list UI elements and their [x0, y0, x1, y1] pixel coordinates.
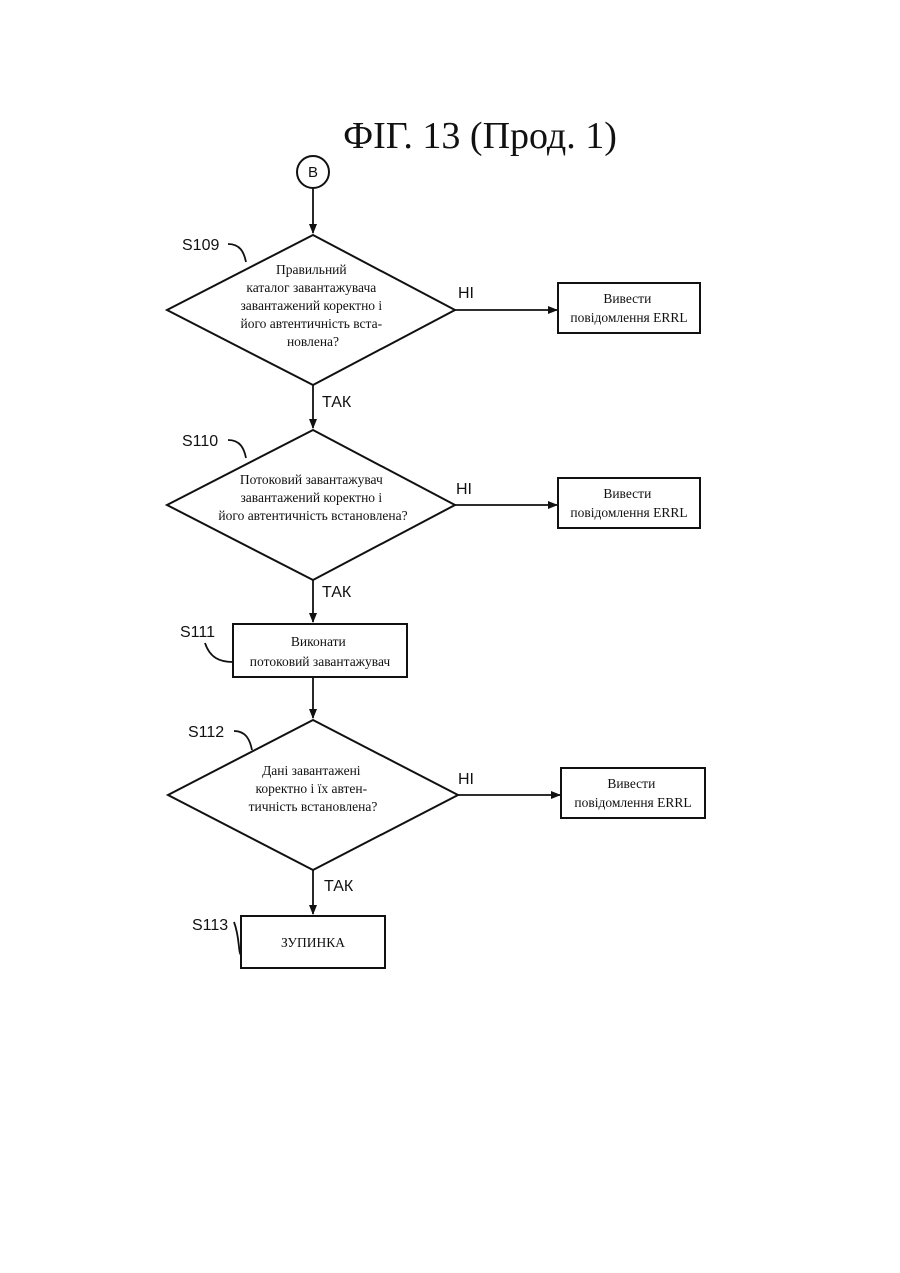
decision-s112-line: тичність встановлена? — [249, 799, 378, 814]
decision-s109-line: Правильний — [276, 262, 347, 277]
process-s113-text: ЗУПИНКА — [281, 935, 345, 950]
error-box-line: Вивести — [603, 486, 651, 501]
decision-s109-line: його автентичність вста- — [241, 316, 383, 331]
no-label-s110: НІ — [456, 481, 472, 498]
step-leader-s109 — [228, 244, 246, 262]
decision-s110 — [167, 430, 455, 580]
no-label-s112: НІ — [458, 771, 474, 788]
step-leader-s112 — [234, 731, 252, 750]
error-box-line: повідомлення ERRL — [570, 310, 687, 325]
step-label-s112: S112 — [188, 724, 224, 741]
decision-s110-line: його автентичність встановлена? — [218, 508, 407, 523]
step-leader-s110 — [228, 440, 246, 458]
process-s111-line: Виконати — [291, 634, 346, 649]
error-box-line: повідомлення ERRL — [570, 505, 687, 520]
step-leader-s111 — [205, 643, 233, 662]
decision-s109-line: завантажений коректно і — [240, 298, 382, 313]
error-box-line: повідомлення ERRL — [574, 795, 691, 810]
step-label-s111: S111 — [180, 624, 215, 641]
step-label-s109: S109 — [182, 237, 219, 254]
start-connector-label: B — [308, 164, 318, 181]
no-label-s109: НІ — [458, 285, 474, 302]
decision-s112-text: Дані завантажені коректно і їх автен- ти… — [249, 763, 378, 814]
error-box-line: Вивести — [603, 291, 651, 306]
yes-label-s110: ТАК — [322, 584, 352, 601]
decision-s112-line: Дані завантажені — [262, 763, 361, 778]
step-leader-s113 — [234, 922, 241, 955]
step-label-s113: S113 — [192, 917, 228, 934]
figure-title: ФІГ. 13 (Прод. 1) — [343, 115, 617, 157]
decision-s110-line: завантажений коректно і — [240, 490, 382, 505]
process-s111 — [233, 624, 407, 677]
decision-s109-line: каталог завантажувача — [246, 280, 376, 295]
decision-s112-line: коректно і їх автен- — [255, 781, 367, 796]
decision-s110-text: Потоковий завантажувач завантажений коре… — [218, 472, 407, 523]
error-box-line: Вивести — [607, 776, 655, 791]
yes-label-s112: ТАК — [324, 878, 354, 895]
yes-label-s109: ТАК — [322, 394, 352, 411]
step-label-s110: S110 — [182, 433, 218, 450]
decision-s109-line: новлена? — [287, 334, 339, 349]
decision-s110-line: Потоковий завантажувач — [240, 472, 383, 487]
process-s111-line: потоковий завантажувач — [250, 654, 391, 669]
